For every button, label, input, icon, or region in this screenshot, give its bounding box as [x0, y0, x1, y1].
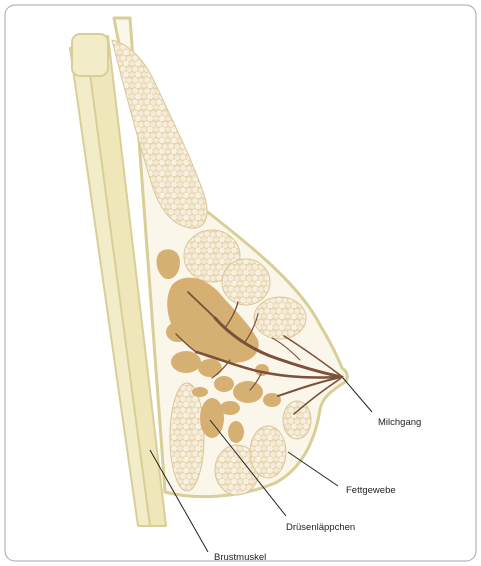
fat-lobe-4 [170, 383, 204, 491]
label-fat-tissue: Fettgewebe [346, 485, 396, 496]
label-chest-muscle: Brustmuskel [214, 552, 266, 563]
gland-lobe-g [200, 398, 224, 438]
gland-lobe-a [166, 322, 190, 342]
fat-lobe-7 [283, 401, 311, 439]
rib-cap [72, 34, 108, 76]
fat-lobe-6 [250, 426, 286, 478]
gland-lobe-d [214, 376, 234, 392]
gland-lobe-k [192, 387, 208, 397]
label-milk-duct: Milchgang [378, 417, 421, 428]
label-gland-lobules: Drüsenläppchen [286, 522, 355, 533]
gland-lobe-b [171, 351, 201, 373]
gland-lobe-c [198, 359, 222, 377]
gland-lobe-e [233, 381, 263, 403]
fat-lobe-3 [254, 297, 306, 339]
gland-lobe-h [228, 421, 244, 443]
fat-lobe-2 [222, 259, 270, 305]
